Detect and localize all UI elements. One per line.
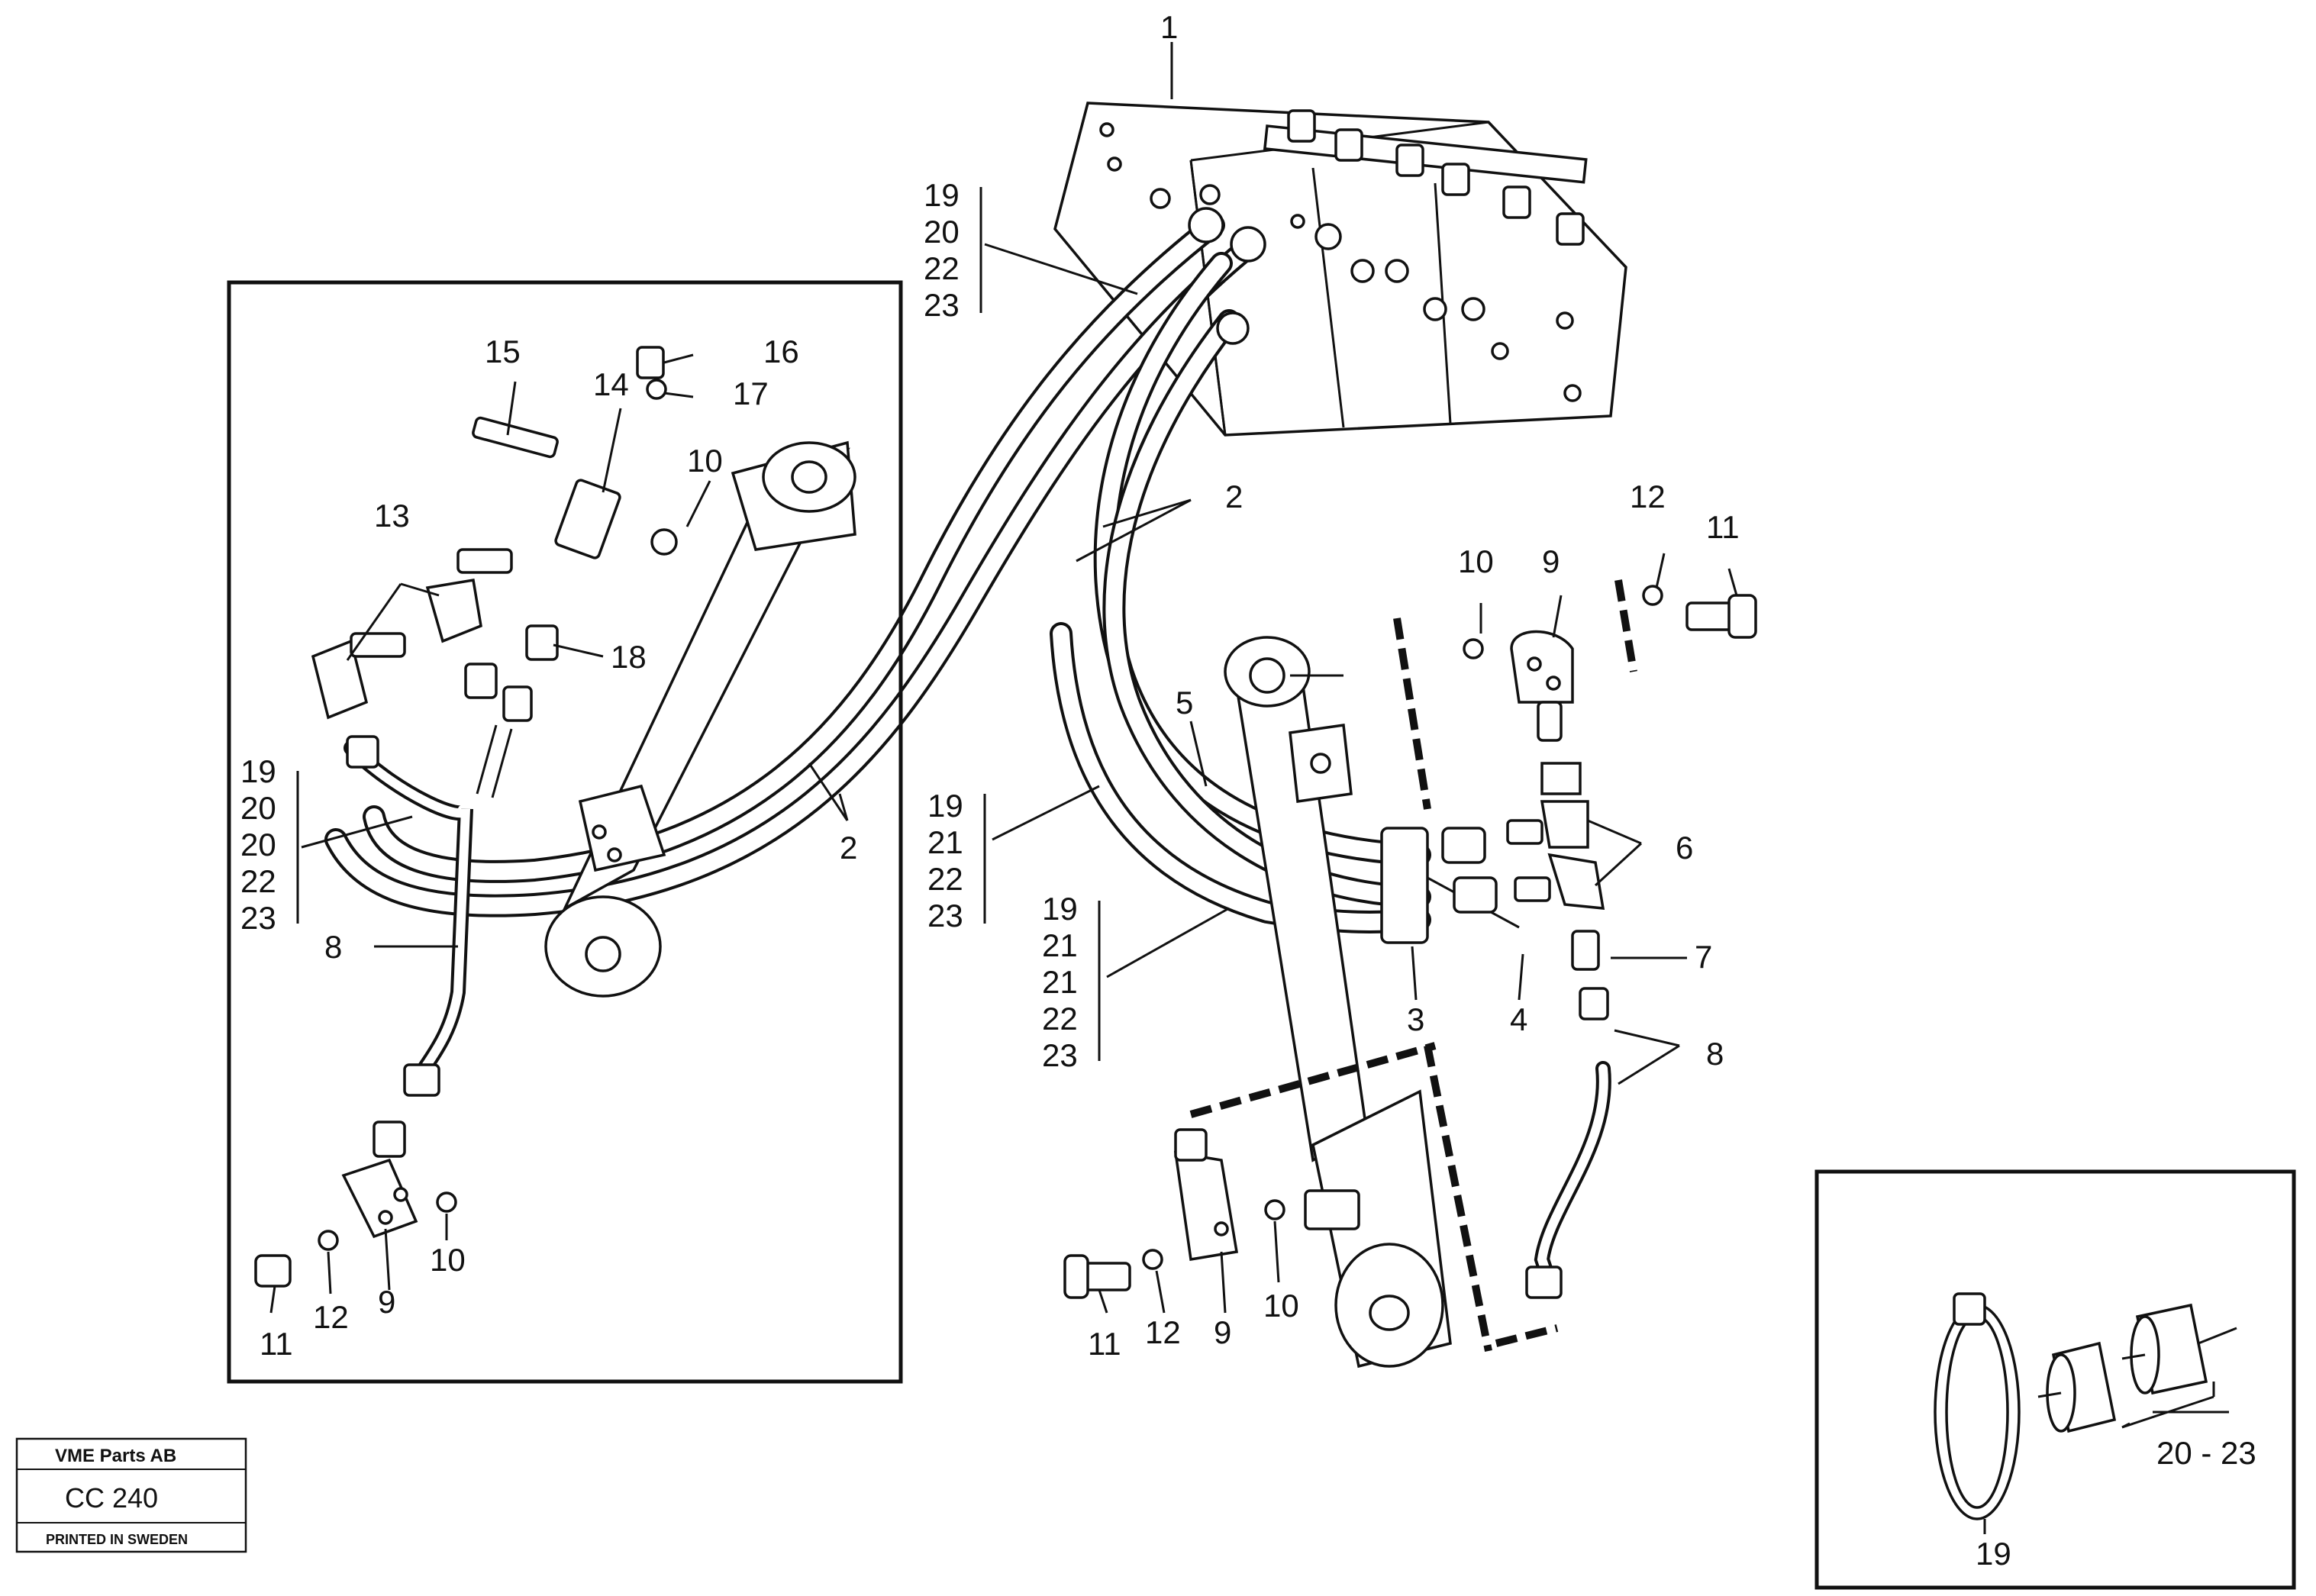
group-left: 19 20 20 22 23: [240, 753, 276, 936]
callout-11-right: 11: [1706, 509, 1740, 545]
elbow-fittings: [1441, 762, 1609, 1020]
leader-lines: [269, 42, 2229, 1414]
group-mid1: 19 21 22 23: [927, 788, 963, 933]
stamp-company: VME Parts AB: [55, 1446, 176, 1466]
callout-6: 6: [1676, 830, 1693, 866]
group-mid2-item: 21: [1042, 927, 1078, 963]
callout-18: 18: [611, 639, 647, 675]
right-cylinder: [1224, 636, 1452, 1369]
callout-2-left: 2: [840, 830, 857, 866]
callout-12-right: 12: [1630, 479, 1666, 514]
callout-8-right: 8: [1706, 1036, 1724, 1072]
group-mid1-item: 21: [927, 824, 963, 860]
group-mid1-item: 19: [927, 788, 963, 824]
callout-20-23: 20 - 23: [2156, 1435, 2256, 1471]
bracket-top-right: [1463, 585, 1757, 742]
callout-19-detail: 19: [1976, 1536, 2011, 1572]
callout-8-left: 8: [324, 929, 342, 965]
callout-9-bottom: 9: [1214, 1314, 1231, 1350]
group-left-item: 22: [240, 863, 276, 899]
group-mid2-item: 23: [1042, 1037, 1078, 1073]
valve-ports: [1099, 122, 1582, 402]
group-left-item: 23: [240, 900, 276, 936]
stamp-code: CC 240: [65, 1482, 158, 1514]
callout-11-left: 11: [260, 1326, 293, 1362]
group-mid1-item: 23: [927, 898, 963, 933]
callout-4: 4: [1510, 1001, 1527, 1037]
callout-2-right: 2: [1225, 479, 1243, 514]
callout-10-left: 10: [430, 1242, 466, 1278]
callout-10-inset: 10: [687, 443, 723, 479]
group-mid2-item: 22: [1042, 1001, 1078, 1037]
callout-13: 13: [374, 498, 410, 534]
group-left-item: 20: [240, 827, 276, 862]
group-top-item: 23: [924, 287, 960, 323]
valve-caps: [1287, 109, 1585, 246]
pipe-left: [344, 735, 473, 1097]
group-top-item: 20: [924, 214, 960, 250]
main-hoses: [324, 207, 1431, 933]
callout-16: 16: [763, 334, 799, 369]
callout-11-bottom: 11: [1088, 1326, 1121, 1362]
callout-15: 15: [485, 334, 521, 369]
callout-10-bottom: 10: [1263, 1288, 1299, 1324]
left-detail-frame: [227, 280, 903, 1384]
callout-17: 17: [733, 376, 769, 411]
callout-12-bottom: 12: [1145, 1314, 1181, 1350]
clamp-detail-frame: [1814, 1169, 2296, 1590]
group-mid1-item: 22: [927, 861, 963, 897]
callout-9-top: 9: [1542, 543, 1560, 579]
callout-12-left: 12: [313, 1299, 349, 1335]
group-mid2: 19 21 21 22 23: [1042, 891, 1078, 1073]
stamp-printed: PRINTED IN SWEDEN: [46, 1532, 188, 1547]
callout-10-top: 10: [1458, 543, 1494, 579]
group-top-item: 19: [924, 177, 960, 213]
group-top: 19 20 22 23: [924, 177, 960, 323]
hose-clamp: [1380, 827, 1520, 944]
callout-3: 3: [1407, 1001, 1424, 1037]
publisher-stamp: VME Parts AB CC 240 PRINTED IN SWEDEN: [15, 1437, 247, 1553]
group-left-item: 20: [240, 790, 276, 826]
callout-labels: 1 2 2 3 4 5 6 7 8 8 9 9 9 10 10 10 10 11…: [260, 9, 2256, 1572]
left-cylinder: [544, 440, 856, 998]
callout-9-left: 9: [378, 1284, 395, 1320]
left-fittings: [311, 346, 678, 798]
callout-14: 14: [593, 366, 629, 402]
group-left-item: 19: [240, 753, 276, 789]
callout-5: 5: [1176, 685, 1193, 721]
group-top-item: 22: [924, 250, 960, 286]
callout-1: 1: [1160, 9, 1178, 45]
group-mid2-item: 19: [1042, 891, 1078, 927]
group-mid2-item: 21: [1042, 964, 1078, 1000]
bracket-bottom-centre: [1063, 1128, 1360, 1299]
bracket-left: [254, 1120, 457, 1288]
callout-7: 7: [1695, 939, 1712, 975]
pipe-right: [1525, 1061, 1611, 1299]
